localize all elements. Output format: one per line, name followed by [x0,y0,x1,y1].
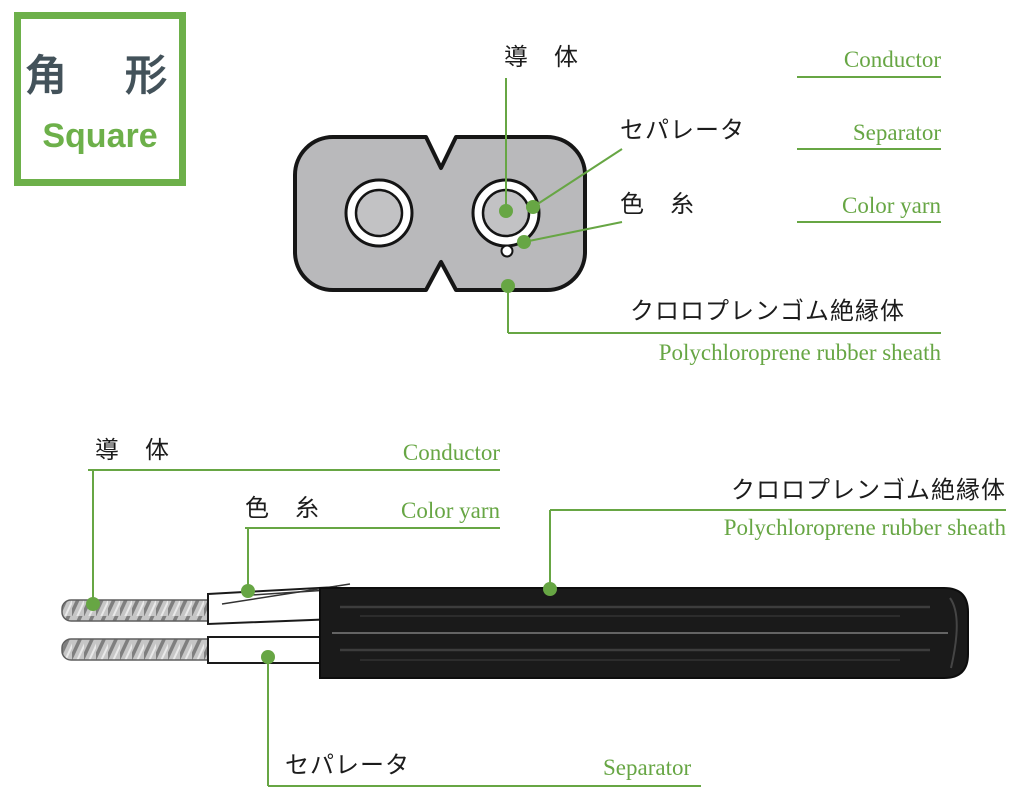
sv-sheath-label-en: Polychloroprene rubber sheath [723,515,1006,540]
anchor-conductor-top [499,204,513,218]
anchor-coloryarn-top [517,235,531,249]
sv-separator-label-en: Separator [603,755,692,780]
anchor-conductor-bottom [86,597,100,611]
cs-conductor-label-en: Conductor [843,47,941,72]
cs-coloryarn-label-en: Color yarn [841,193,941,218]
leader-coloryarn-top-diagonal [523,221,623,243]
sv-separator-label-jp: セパレータ [285,752,410,779]
side-view-leader-lines [88,469,1006,787]
anchor-sheath-bottom [543,582,557,596]
cs-separator-label-jp: セパレータ [620,117,745,144]
cs-sheath-label-jp: クロロプレンゴム絶縁体 [630,298,905,325]
anchor-separator-top [526,200,540,214]
badge-title-en: Square [42,117,158,155]
top-separator-tube [207,585,337,626]
cs-sheath-label-en: Polychloroprene rubber sheath [658,340,941,365]
anchor-sheath-top [501,279,515,293]
leader-separator-top-diagonal [532,148,623,208]
cs-coloryarn-label-jp: 色 糸 [620,191,695,218]
anchor-separator-bottom [261,650,275,664]
cross-section-leader-lines [505,76,941,334]
cross-section-anchor-dots [499,200,540,293]
sv-conductor-label-jp: 導 体 [95,437,170,464]
sheath-surface-highlights [332,597,958,669]
left-core-conductor [354,188,404,238]
shape-type-badge: 角 形 Square [14,12,186,186]
cs-separator-label-en: Separator [852,120,941,145]
side-view-anchor-dots [86,582,557,664]
sv-conductor-label-en: Conductor [402,440,500,465]
cross-section-sheath-body [293,135,587,292]
badge-title-jp: 角 形 [24,52,175,99]
color-yarn-dot [500,244,514,258]
sv-coloryarn-label-en: Color yarn [400,498,500,523]
sv-coloryarn-label-jp: 色 糸 [245,495,320,522]
cs-conductor-label-jp: 導 体 [504,44,579,71]
bottom-stranded-conductor [61,638,225,661]
anchor-coloryarn-bottom [241,584,255,598]
sv-sheath-label-jp: クロロプレンゴム絶縁体 [731,477,1006,504]
